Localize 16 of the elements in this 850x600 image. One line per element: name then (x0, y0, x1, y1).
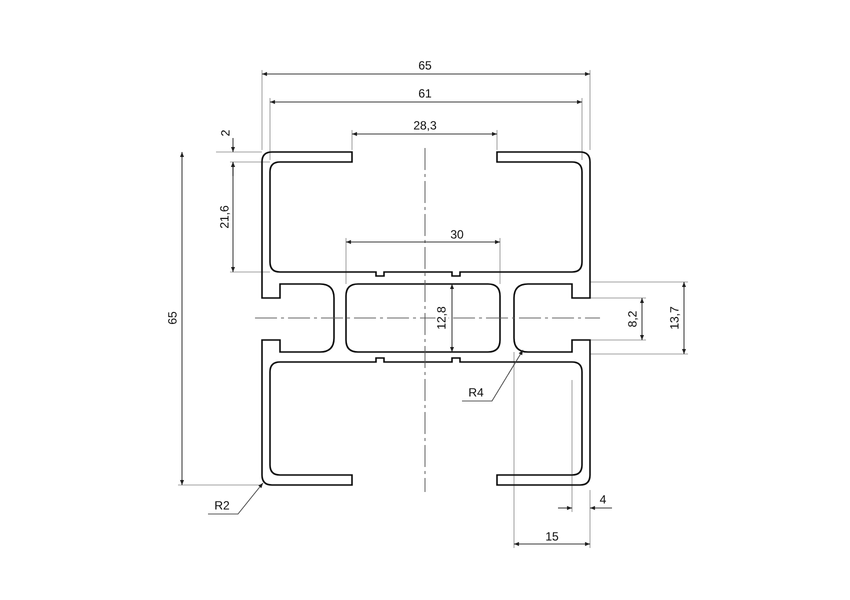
dimension-label: 30 (449, 228, 465, 242)
dimension-label: 61 (417, 88, 433, 100)
radius-label: R4 (467, 386, 485, 400)
dimension-label: 4 (598, 494, 608, 506)
dimension-label: 13,7 (668, 305, 682, 331)
leader-line (462, 350, 524, 402)
dimension-label: 65 (417, 60, 433, 72)
dimension-label: 8,2 (626, 310, 640, 328)
dimension-label: 65 (166, 310, 180, 326)
dimension-label: 15 (544, 530, 560, 544)
dimension-label: 21,6 (218, 204, 232, 230)
radius-label: R2 (213, 500, 231, 512)
dimension-label: 2 (220, 128, 232, 138)
dimension-label: 12,8 (436, 305, 448, 331)
leader-line (208, 482, 264, 514)
dimension-label: 28,3 (412, 120, 438, 132)
